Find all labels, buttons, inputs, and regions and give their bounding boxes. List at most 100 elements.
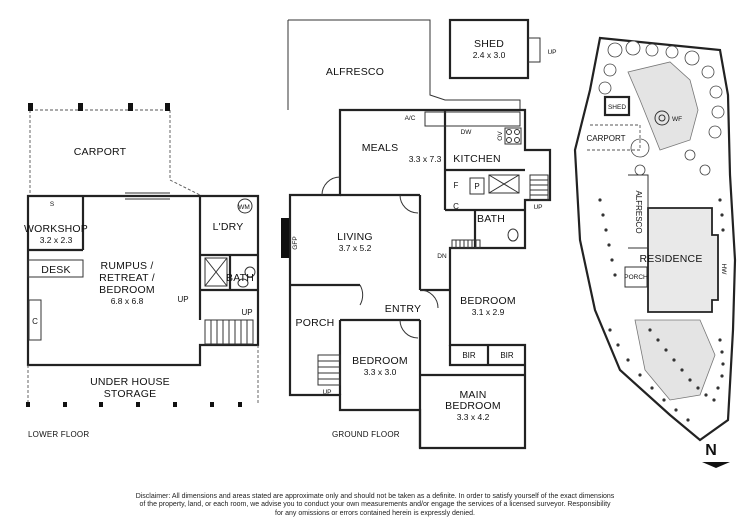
pantry: [469, 177, 485, 195]
hw-label: HW: [720, 264, 727, 276]
washing-machine: [237, 198, 253, 214]
ground-floor-plan: ALFRESCO SHED 2.4 x 3.0 UP A/C DW OV MEA…: [281, 18, 557, 450]
site-plan: SHED WF CARPORT ALFRESCO RESIDENCE PORCH…: [573, 36, 737, 442]
shower: [204, 257, 228, 287]
water-feature: [654, 110, 670, 126]
porch-up-label: UP: [322, 389, 331, 396]
north-arrow: N: [702, 442, 730, 468]
shed-dim: 2.4 x 3.0: [473, 50, 506, 60]
pantry-label: P: [474, 182, 479, 191]
disclaimer-line-2: of the property, land, or each room, we …: [139, 501, 611, 509]
north-label: N: [705, 442, 717, 459]
residence-label: RESIDENCE: [639, 253, 702, 265]
storage-post: [99, 402, 103, 407]
hedge-dots: [598, 198, 725, 422]
lower-up-label-2: UP: [241, 308, 252, 317]
ground-stairs: [451, 239, 481, 249]
kitchen-label: KITCHEN: [453, 153, 501, 165]
laundry-label: L'DRY: [213, 221, 244, 233]
kitchen-up-label: UP: [533, 204, 542, 211]
storage-post: [238, 402, 242, 407]
fireplace: [281, 218, 289, 258]
storage-label-1: UNDER HOUSE: [90, 376, 170, 388]
disclaimer-line-1: Disclaimer: All dimensions and areas sta…: [135, 493, 615, 500]
carport-post: [78, 103, 83, 111]
carport-label: CARPORT: [74, 146, 127, 158]
main-bedroom-label-2: BEDROOM: [445, 400, 501, 412]
main-bedroom-label-1: MAIN: [459, 389, 486, 401]
storage-post: [173, 402, 177, 407]
workshop-dim: 3.2 x 2.3: [40, 235, 73, 245]
oven: [504, 127, 522, 145]
meals-dim: 3.3 x 7.3: [409, 154, 442, 164]
desk-bench: [27, 259, 84, 278]
cupboard: [28, 299, 42, 341]
kitchen-bench: [424, 111, 521, 127]
meals-label: MEALS: [362, 142, 399, 154]
bedroom1-dim: 3.1 x 2.9: [472, 307, 505, 317]
north-arrow-icon: [702, 462, 730, 468]
carport-post: [165, 103, 170, 111]
desk-label: DESK: [41, 264, 70, 276]
rumpus-dim: 6.8 x 6.8: [111, 296, 144, 306]
site-porch: [624, 266, 648, 288]
disclaimer-line-3: for any omissions or errors contained he…: [275, 509, 475, 517]
main-bedroom-dim: 3.3 x 4.2: [457, 412, 490, 422]
ground-cupboard-label: C: [453, 202, 459, 211]
toilet: [237, 278, 249, 288]
rumpus-label-3: BEDROOM: [99, 284, 155, 296]
wm-label: WM: [238, 204, 250, 211]
dw-label: DW: [461, 129, 473, 136]
site-shed-label: SHED: [608, 104, 626, 111]
workshop-label: WORKSHOP: [24, 223, 88, 235]
shed-label: SHED: [474, 38, 504, 50]
storage-post: [26, 402, 30, 407]
storage-post: [63, 402, 67, 407]
water-feature-label: WF: [672, 116, 682, 123]
lower-up-label-1: UP: [177, 295, 188, 304]
gfp-label: GFP: [292, 236, 299, 249]
toilet-gf: [507, 228, 519, 242]
kitchen-steps: [529, 174, 549, 201]
ac-label: A/C: [405, 115, 416, 122]
living-dim: 3.7 x 5.2: [339, 243, 372, 253]
ground-bath-label: BATH: [477, 213, 505, 225]
bedroom1-label: BEDROOM: [460, 295, 516, 307]
site-alfresco-label: ALFRESCO: [634, 190, 643, 233]
lower-stairs: [204, 319, 254, 345]
storage-label-2: STORAGE: [104, 388, 157, 400]
shed-outline: [448, 18, 530, 80]
rumpus-label-1: RUMPUS /: [101, 260, 154, 272]
shower-gf: [488, 174, 520, 194]
fridge-label: F: [454, 181, 459, 190]
entry-label: ENTRY: [385, 303, 421, 315]
garden-trees: [598, 40, 725, 176]
bir1-label: BIR: [462, 351, 476, 360]
site-carport-label: CARPORT: [587, 134, 626, 143]
cupboard-label: C: [32, 317, 38, 326]
ground-floor-caption: GROUND FLOOR: [332, 430, 400, 439]
site-porch-label: PORCH: [624, 274, 648, 281]
garden-lawn: [627, 61, 699, 151]
residence-footprint: [647, 207, 719, 313]
porch-steps: [317, 354, 341, 386]
lower-floor-plan: CARPORT WORKSHOP 3.2 x 2.3 DESK C S RUMP…: [24, 103, 260, 407]
bedroom2-dim: 3.3 x 3.0: [364, 367, 397, 377]
lower-bath-label: BATH: [226, 272, 254, 284]
porch-label: PORCH: [296, 317, 335, 329]
carport-post: [28, 103, 33, 111]
rumpus-label-2: RETREAT /: [99, 272, 155, 284]
shed-up-label: UP: [547, 49, 556, 56]
carport-post: [128, 103, 133, 111]
basin: [244, 266, 256, 278]
storage-post: [210, 402, 214, 407]
ov-label: OV: [497, 131, 504, 141]
dn-label: DN: [437, 253, 447, 260]
alfresco-label: ALFRESCO: [326, 66, 384, 78]
site-shed: [603, 95, 631, 117]
storage-post: [136, 402, 140, 407]
lower-floor-caption: LOWER FLOOR: [28, 430, 90, 439]
living-label: LIVING: [337, 231, 373, 243]
